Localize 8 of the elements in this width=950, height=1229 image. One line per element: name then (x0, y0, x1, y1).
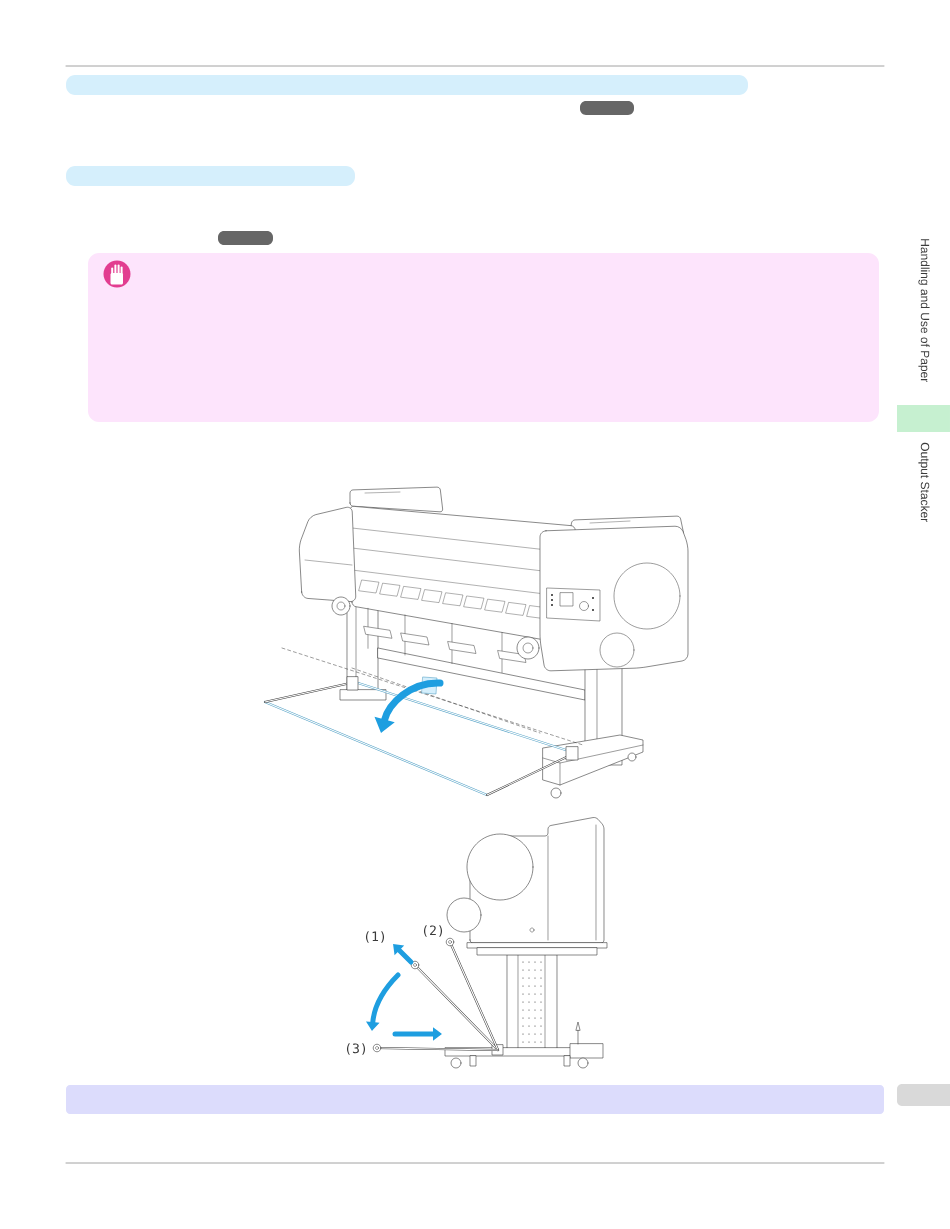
position-label: (2) (423, 925, 443, 937)
section-bar (66, 1085, 884, 1114)
section-tab-label: Handling and Use of Paper (918, 239, 930, 383)
position-label: (3) (346, 1043, 366, 1055)
heading-bar (66, 166, 355, 186)
position-label: (1) (365, 931, 385, 943)
heading-bar (66, 75, 748, 95)
section-tab-label: Output Stacker (918, 442, 930, 523)
